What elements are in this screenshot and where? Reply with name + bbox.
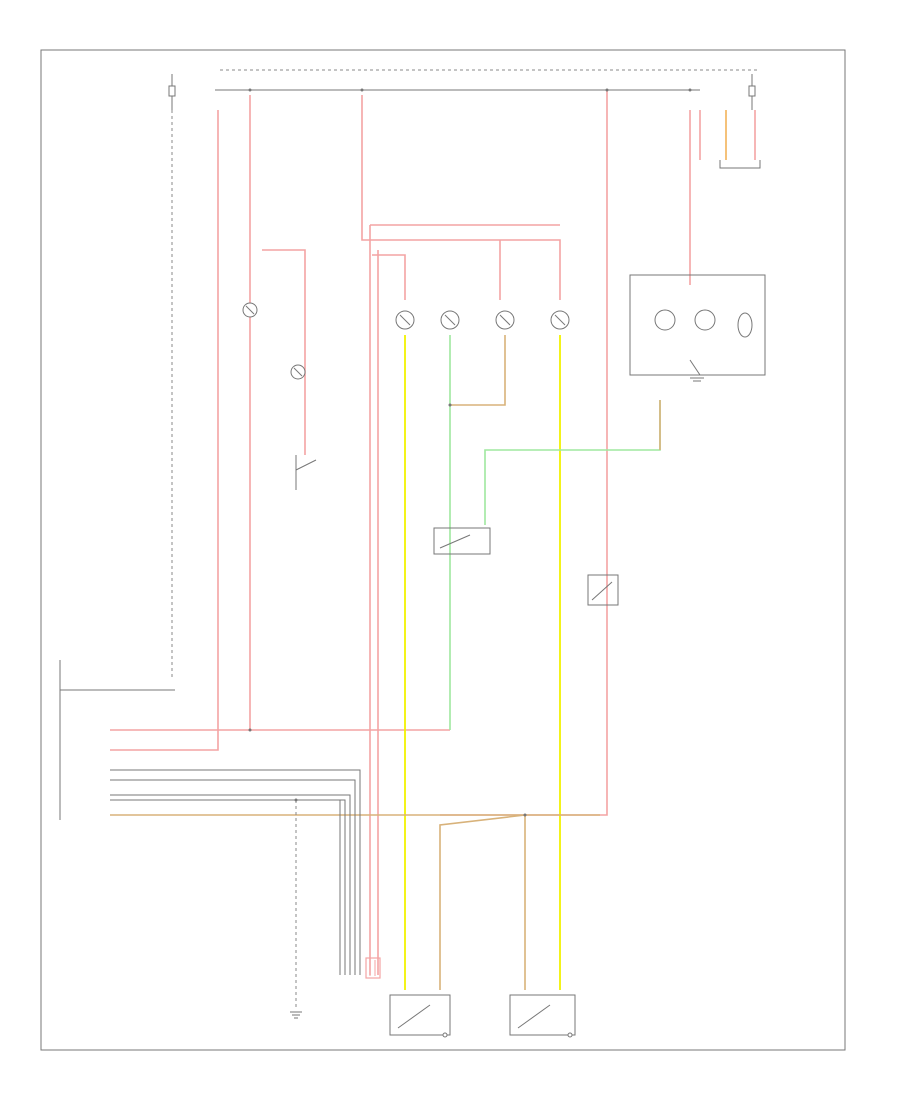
switch-icon [295,455,317,490]
wire-green [484,400,661,525]
wire-gray [110,779,356,975]
wire-pink [372,254,406,300]
wire-gray [110,799,346,975]
lamp-bulb-icon [395,310,415,330]
wire-pink [110,110,219,751]
fuse-icon [168,74,176,110]
wire-gray [110,769,361,975]
switch-icon [433,527,491,555]
ground-icon [290,1011,302,1019]
ground-icon [690,377,704,382]
bottom-connector [365,957,381,979]
wire-pink [262,249,306,455]
left-module-connector [59,660,175,820]
wire-gray [110,794,351,975]
wire-pink [361,95,561,300]
lamp-bulb-icon [495,310,515,330]
splice-dots [248,88,692,817]
right-cluster-box [629,274,766,376]
lamp-bulb-icon [550,310,570,330]
wire-pink [110,95,251,731]
wire-pink-group [110,90,756,975]
switch-icon [389,994,451,1038]
switch-icon [509,994,576,1038]
lamp-bulb-icon [242,302,258,318]
lamp-bulb-icon [290,364,306,380]
wire-tan [450,335,506,406]
diagram-frame [40,49,846,1051]
lamp-bulb-icon [440,310,460,330]
top-right-bracket [719,160,761,169]
wire-pink [440,90,608,816]
wire-tan [439,814,526,990]
switch-icon [587,574,619,606]
fuse-icon [748,74,756,110]
